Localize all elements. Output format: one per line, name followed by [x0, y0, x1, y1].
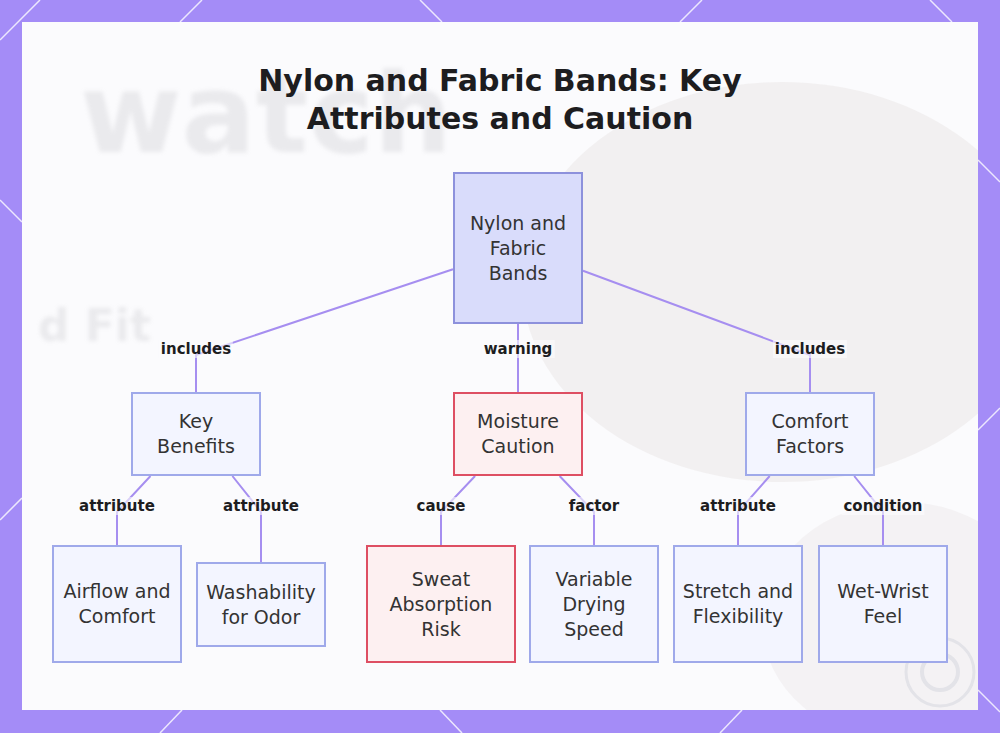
edge-label: warning — [482, 340, 555, 358]
topic-box: Variable Drying Speed — [529, 545, 659, 663]
node-text: Key Benefits — [139, 409, 253, 459]
node-text: Wet-Wrist Feel — [826, 579, 940, 629]
diagram-title: Nylon and Fabric Bands: Key Attributes a… — [200, 62, 800, 138]
edge-label: attribute — [77, 497, 157, 515]
node-text-group: Sweat Absorption Risk — [374, 567, 508, 642]
edge-label: includes — [773, 340, 847, 358]
connector-line — [196, 269, 453, 392]
node-text: Nylon and Fabric Bands — [461, 211, 575, 286]
root-box: Nylon and Fabric Bands — [453, 172, 583, 324]
topic-box: Stretch and Flexibility — [673, 545, 803, 663]
node-text-group: Variable Drying Speed — [537, 567, 651, 642]
topic-box: Washability for Odor — [196, 562, 326, 647]
node-text-group: Wet-Wrist Feel — [826, 579, 940, 629]
warning-box: Moisture Caution — [453, 392, 583, 476]
node-text: Airflow and Comfort — [60, 579, 174, 629]
connector-line — [583, 271, 810, 392]
watermark-text: d Fit — [38, 300, 151, 351]
connector-line — [517, 324, 519, 392]
node-text-group: Key Benefits — [139, 409, 253, 459]
warning-box: Sweat Absorption Risk — [366, 545, 516, 663]
topic-box: Key Benefits — [131, 392, 261, 476]
edge-label: includes — [159, 340, 233, 358]
node-text-group: Airflow and Comfort — [60, 579, 174, 629]
node-text-group: Nylon and Fabric Bands — [461, 211, 575, 286]
node-text-group: Comfort Factors — [753, 409, 867, 459]
node-text-group: Moisture Caution — [461, 409, 575, 459]
node-text-group: Washability for Odor — [204, 580, 318, 630]
node-text: Sweat Absorption Risk — [374, 567, 508, 642]
node-text: Washability for Odor — [204, 580, 318, 630]
node-text: Variable Drying Speed — [537, 567, 651, 642]
topic-box: Airflow and Comfort — [52, 545, 182, 663]
node-text: Stretch and Flexibility — [681, 579, 795, 629]
topic-box: Comfort Factors — [745, 392, 875, 476]
node-text-group: Stretch and Flexibility — [681, 579, 795, 629]
node-text: Comfort Factors — [753, 409, 867, 459]
edge-label: attribute — [698, 497, 778, 515]
edge-label: condition — [841, 497, 924, 515]
edge-label: cause — [415, 497, 468, 515]
topic-box: Wet-Wrist Feel — [818, 545, 948, 663]
edge-label: attribute — [221, 497, 301, 515]
node-text: Moisture Caution — [461, 409, 575, 459]
connector-line — [232, 476, 261, 562]
edge-label: factor — [567, 497, 621, 515]
